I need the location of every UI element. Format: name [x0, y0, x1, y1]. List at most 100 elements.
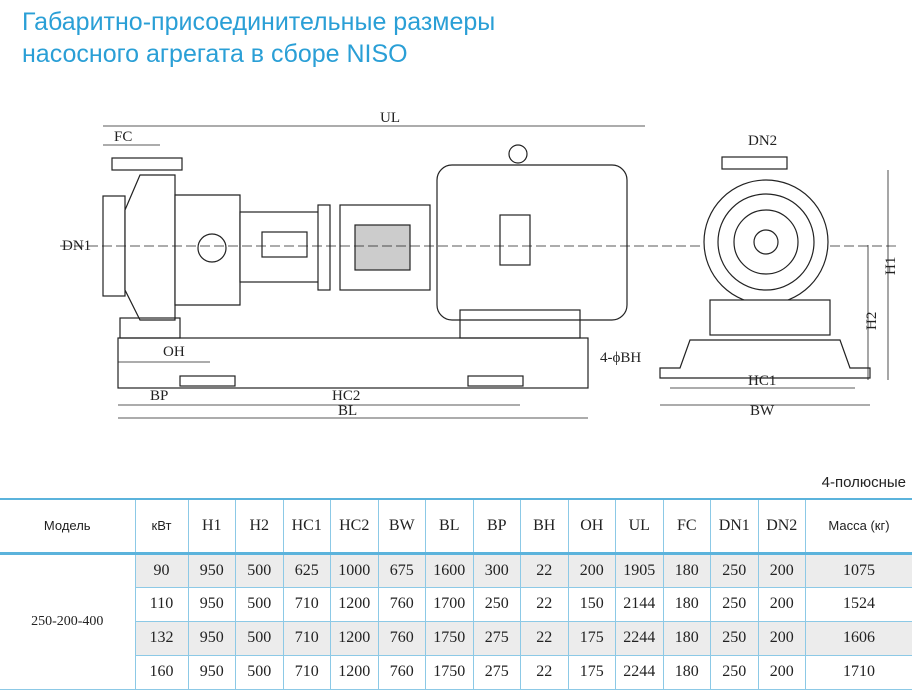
table-cell: 160 [134, 655, 188, 689]
table-cell: 950 [187, 553, 236, 587]
label-ul: UL [380, 110, 400, 126]
table-cell: 710 [282, 655, 331, 689]
table-cell: 200 [757, 655, 806, 689]
table-cell: 275 [472, 621, 521, 655]
table-cell: 710 [282, 587, 331, 621]
table-cell: 132 [134, 621, 188, 655]
table-cell: 1905 [615, 553, 663, 587]
table-cell: 300 [472, 553, 521, 587]
label-oh: OH [163, 344, 185, 360]
table-cell: 1710 [805, 655, 912, 689]
table-cell: 1200 [330, 621, 378, 655]
table-cell: 1000 [330, 553, 378, 587]
table-cell: 1750 [425, 655, 473, 689]
column-header: BW [377, 499, 426, 553]
table-cell: 250 [710, 553, 758, 587]
table-cell: 1700 [425, 587, 473, 621]
table-cell: 710 [282, 621, 331, 655]
column-header: DN2 [757, 499, 806, 553]
table-cell: 180 [662, 587, 711, 621]
table-cell: 1200 [330, 655, 378, 689]
table-cell: 500 [235, 655, 283, 689]
label-bl: BL [338, 403, 357, 419]
column-header: OH [567, 499, 616, 553]
table-cell: 22 [520, 655, 568, 689]
table-cell: 250 [710, 621, 758, 655]
label-bw: BW [750, 403, 775, 419]
table-cell: 2244 [615, 621, 663, 655]
table-cell: 675 [377, 553, 426, 587]
table-cell: 200 [757, 553, 806, 587]
table-cell: 760 [377, 621, 426, 655]
table-cell: 275 [472, 655, 521, 689]
table-cell: 200 [567, 553, 616, 587]
column-header: Масса (кг) [805, 499, 912, 553]
table-cell: 500 [235, 587, 283, 621]
page-title: Габаритно-присоединительные размеры насо… [22, 6, 495, 70]
table-cell: 200 [757, 587, 806, 621]
label-fc: FC [114, 129, 132, 145]
table-cell: 1524 [805, 587, 912, 621]
table-cell: 22 [520, 621, 568, 655]
label-h1: H1 [883, 257, 899, 275]
column-header: HC1 [282, 499, 331, 553]
column-header: кВт [134, 499, 188, 553]
table-cell: 200 [757, 621, 806, 655]
table-cell: 1200 [330, 587, 378, 621]
table-cell: 1075 [805, 553, 912, 587]
label-h2: H2 [864, 312, 880, 330]
table-cell: 180 [662, 621, 711, 655]
column-header: BP [472, 499, 521, 553]
table-cell: 500 [235, 553, 283, 587]
table-cell: 110 [134, 587, 188, 621]
label-dn2: DN2 [748, 133, 777, 149]
table-cell: 500 [235, 621, 283, 655]
pump-dimension-drawing: UL FC DN1 DN2 OH BP HC2 BL H1 H2 4-ϕBH H… [60, 110, 900, 419]
table-cell: 760 [377, 587, 426, 621]
table-cell: 950 [187, 621, 236, 655]
column-header: H2 [235, 499, 283, 553]
table-cell: 250 [472, 587, 521, 621]
table-cell: 180 [662, 655, 711, 689]
table-cell: 22 [520, 587, 568, 621]
column-header: HC2 [330, 499, 378, 553]
table-cell: 950 [187, 655, 236, 689]
title-line-2: насосного агрегата в сборе NISO [22, 40, 408, 68]
table-cell: 150 [567, 587, 616, 621]
column-header: FC [662, 499, 711, 553]
table-cell: 1600 [425, 553, 473, 587]
table-cell: 175 [567, 621, 616, 655]
side-view [60, 125, 900, 389]
table-cell: 2244 [615, 655, 663, 689]
table-cell: 90 [134, 553, 188, 587]
label-hc1: HC1 [748, 373, 776, 389]
title-line-1: Габаритно-присоединительные размеры [22, 8, 496, 36]
label-bp: BP [150, 388, 168, 404]
table-cell: 2144 [615, 587, 663, 621]
column-header: H1 [187, 499, 236, 553]
column-header: DN1 [710, 499, 758, 553]
column-header: BL [425, 499, 473, 553]
column-header: Модель [43, 518, 91, 534]
label-hc2: HC2 [332, 388, 360, 404]
table-cell: 950 [187, 587, 236, 621]
table-cell: 1606 [805, 621, 912, 655]
label-dn1: DN1 [62, 238, 91, 254]
table-cell: 180 [662, 553, 711, 587]
table-cell: 175 [567, 655, 616, 689]
table-cell: 250 [710, 587, 758, 621]
end-view [659, 156, 889, 406]
table-cell: 250 [710, 655, 758, 689]
table-cell: 625 [282, 553, 331, 587]
poles-label: 4-полюсные [821, 474, 906, 491]
column-header: UL [615, 499, 663, 553]
table-cell: 22 [520, 553, 568, 587]
table-cell: 760 [377, 655, 426, 689]
model-cell: 250-200-400 [0, 553, 135, 689]
